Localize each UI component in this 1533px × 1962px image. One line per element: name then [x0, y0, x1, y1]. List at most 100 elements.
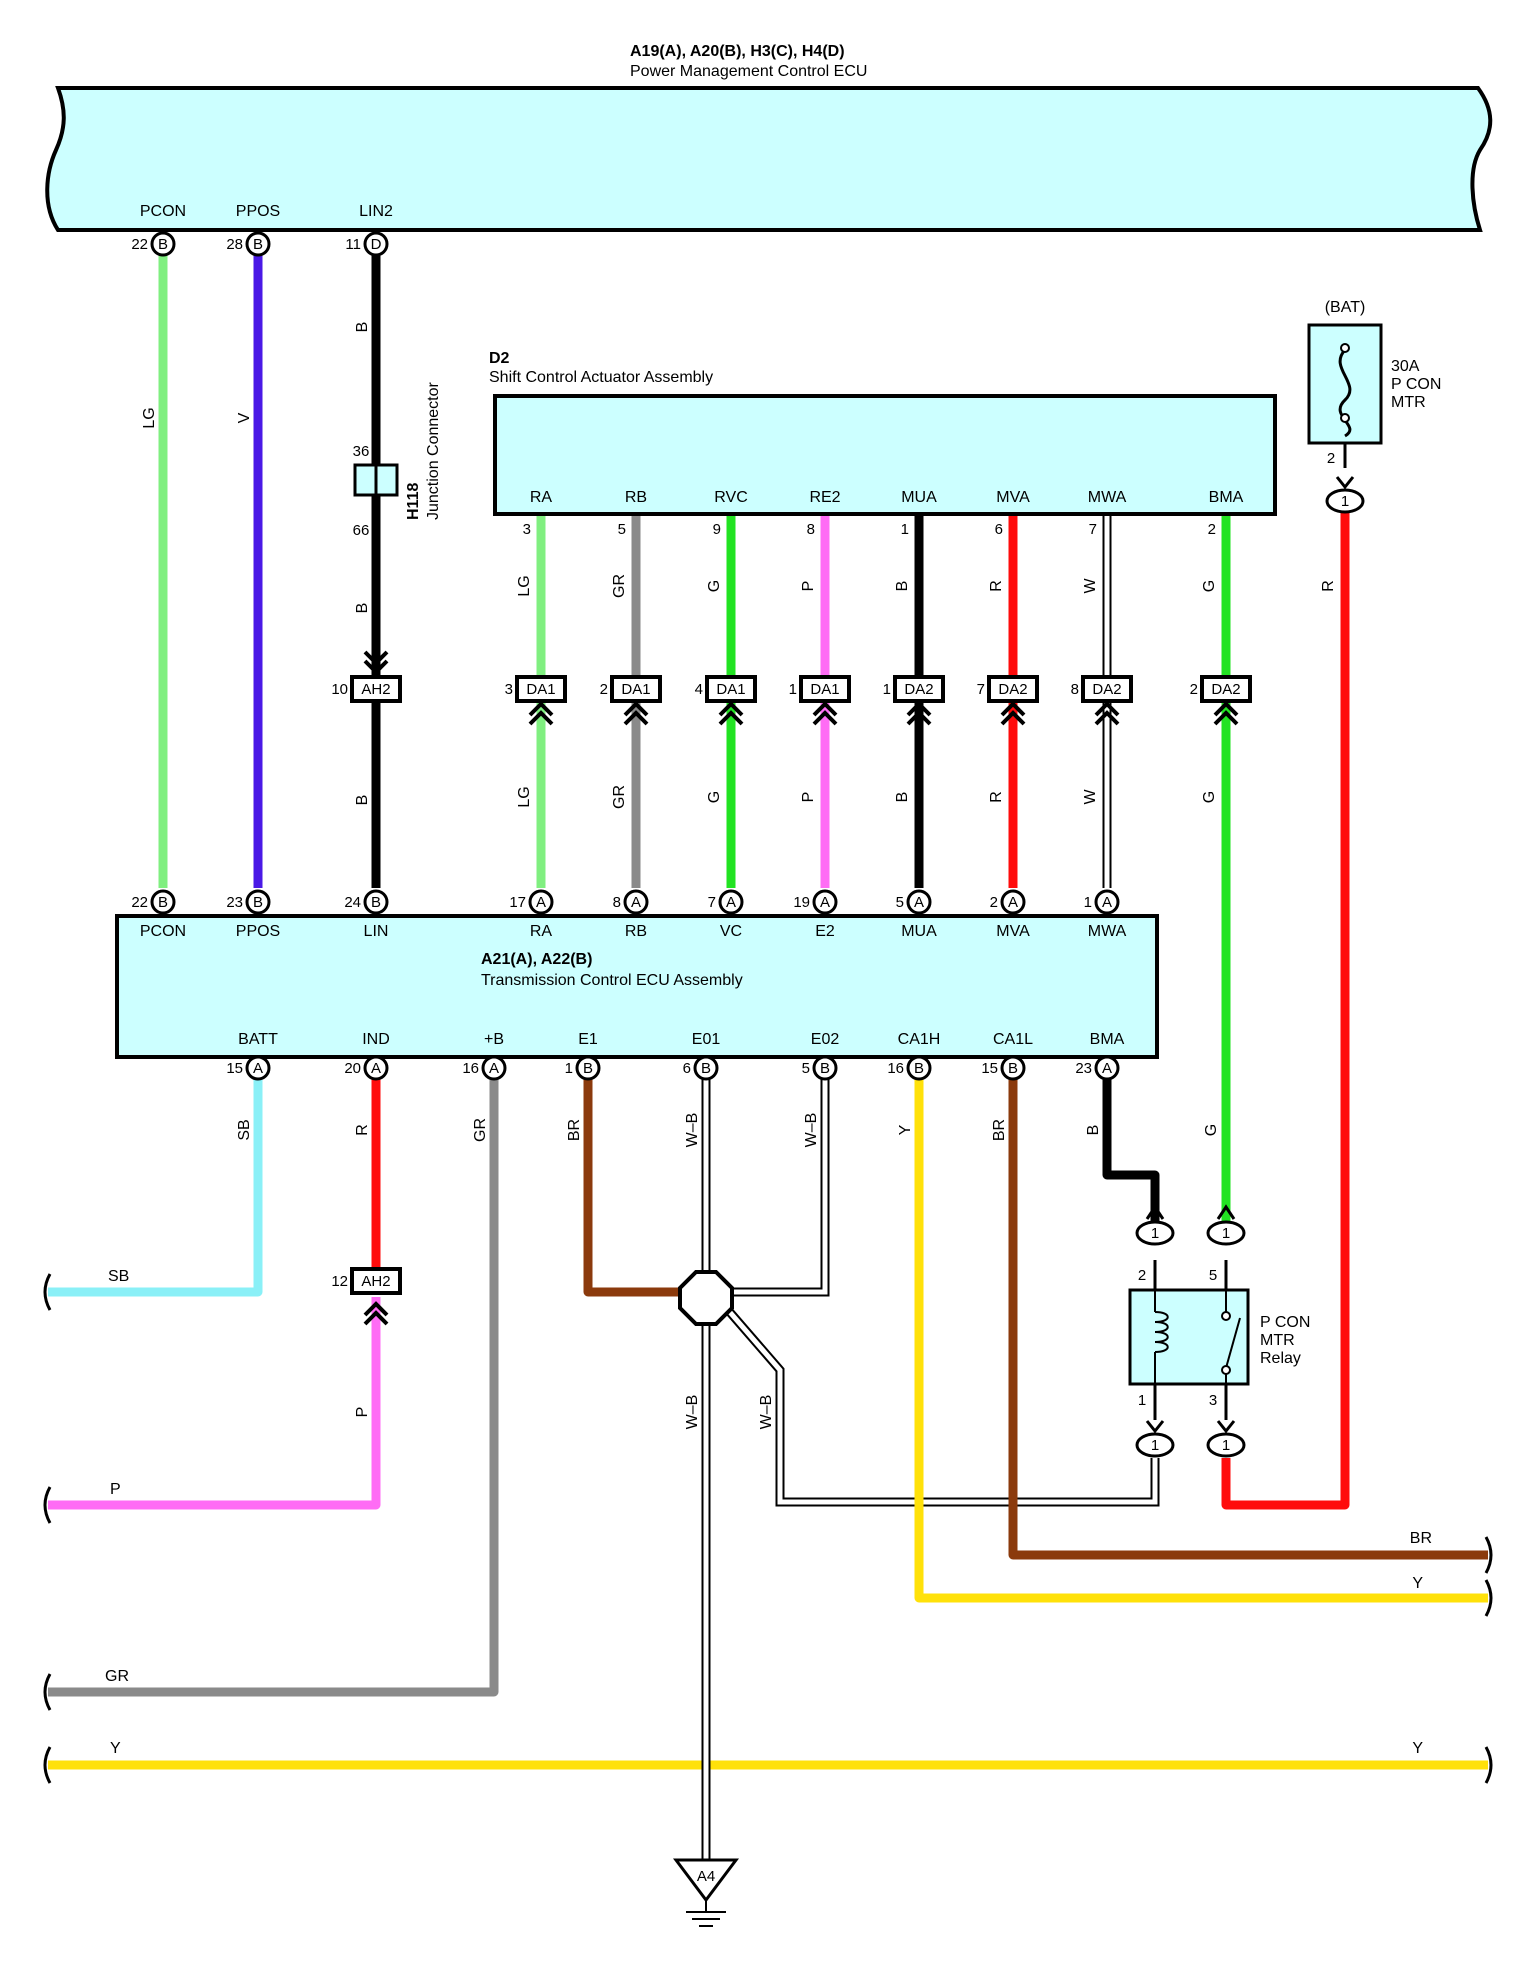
junction-connector: 36 66 H118 Junction Connector — [353, 381, 442, 539]
tc-term-ra-pin: 17 — [509, 894, 526, 911]
relay-pin-coil-top: 2 — [1138, 1267, 1146, 1284]
tc-term-plusb-conn: A — [489, 1060, 499, 1077]
tc-term-ra-conn: A — [536, 894, 546, 911]
inline-da2-6-code: DA2 — [998, 681, 1027, 698]
wire-label-y-bus-right: Y — [1412, 1740, 1423, 1757]
tc-term-mva-pin: 2 — [990, 894, 998, 911]
transmission-control-ecu: A21(A), A22(B) Transmission Control ECU … — [115, 914, 1159, 1059]
tc-term-ca1h-ring — [906, 1055, 932, 1081]
fuse-pin: 2 — [1327, 450, 1335, 467]
tc-term-lin-pin: 24 — [344, 894, 361, 911]
wire-label-y-right: Y — [1412, 1575, 1423, 1592]
wire-label-y-left: Y — [110, 1740, 121, 1757]
oval-relay-coil-in-ring — [1135, 1220, 1175, 1246]
tc-term-e01-pin: 6 — [683, 1060, 691, 1077]
fuse-label: (BAT) — [1325, 299, 1366, 316]
inline-da2-7-code: DA2 — [1092, 681, 1121, 698]
inline-da1-1-code: DA1 — [526, 681, 555, 698]
oval-relay-switch-out: 1 — [1206, 1420, 1246, 1458]
actuator-terminal-mva: MVA — [996, 489, 1030, 506]
tc-term-ind: A20 — [344, 1055, 389, 1081]
wire-label-ground-main: W–B — [684, 1395, 701, 1430]
tc-term-e02: B5 — [802, 1055, 838, 1081]
inline-da1-2-box — [610, 675, 662, 703]
wire-label-fuse: R — [1320, 580, 1337, 592]
tc-term-bma-ring — [1094, 1055, 1120, 1081]
actuator-terminal-mwa: MWA — [1088, 489, 1127, 506]
wire-ca1l — [1008, 1078, 1488, 1560]
wire-label-gr-left: GR — [105, 1668, 129, 1685]
wire-label-act-upper-6: W — [1082, 578, 1099, 594]
oval-relay-switch-in-ring — [1206, 1220, 1246, 1246]
tc-term-bma-pin: 23 — [1075, 1060, 1092, 1077]
wire-label-act-lower-3: P — [800, 792, 817, 803]
tc-term-ind-conn: A — [371, 1060, 381, 1077]
tc-term-mwa-pin: 1 — [1084, 894, 1092, 911]
oval-relay-switch-in: 1 — [1206, 1204, 1246, 1246]
tc-label-bottom-1: IND — [362, 1031, 390, 1048]
inline-da2-6: DA2 7 — [977, 675, 1039, 703]
tc-term-batt-ring — [245, 1055, 271, 1081]
tc-term-e01-conn: B — [701, 1060, 711, 1077]
tc-term-e2-ring — [812, 889, 838, 915]
pm-ecu-code: A19(A), A20(B), H3(C), H4(D) — [630, 43, 845, 60]
inline-ah2-12-box — [350, 1267, 402, 1295]
inline-da1-2-code: DA1 — [621, 681, 650, 698]
oval-relay-switch-out-label: 1 — [1222, 1437, 1230, 1454]
oval-relay-coil-out: 1 — [1135, 1420, 1175, 1458]
pm-term-ppos-conn: B — [253, 236, 263, 253]
actuator-pin-mwa: 7 — [1089, 521, 1097, 538]
inline-ah2-12-code: AH2 — [361, 1273, 390, 1290]
oval-relay-coil-out-arrow — [1145, 1420, 1165, 1434]
wire-e1 — [583, 1078, 688, 1297]
wire-label-act-lower-0: LG — [516, 786, 533, 807]
tc-term-mva-ring — [1000, 889, 1026, 915]
tc-term-ca1l-ring — [1000, 1055, 1026, 1081]
wire-label-act-upper-0: LG — [516, 575, 533, 596]
wire-label-bma-ecu: B — [1085, 1125, 1102, 1136]
tc-term-e02-ring — [812, 1055, 838, 1081]
tc-term-e01: B6 — [683, 1055, 719, 1081]
actuator-terminal-bma: BMA — [1209, 489, 1244, 506]
wire-label-ca1l: BR — [991, 1119, 1008, 1141]
actuator-pin-rvc: 9 — [713, 521, 721, 538]
inline-da2-7-pin: 8 — [1071, 681, 1079, 698]
inline-da2-6-pin: 7 — [977, 681, 985, 698]
wire-label-ppos: V — [236, 412, 253, 423]
tc-term-rb-conn: A — [631, 894, 641, 911]
pm-term-ppos-pin: 28 — [226, 236, 243, 253]
tc-ecu-body — [115, 914, 1159, 1059]
wire-label-act-lower-1: GR — [611, 785, 628, 809]
tc-term-mwa-ring — [1094, 889, 1120, 915]
inline-da1-3-code: DA1 — [716, 681, 745, 698]
actuator-pin-re2: 8 — [807, 521, 815, 538]
tc-term-ca1l: B15 — [981, 1055, 1026, 1081]
inline-da1-1-pin: 3 — [505, 681, 513, 698]
tc-term-mwa: A1 — [1084, 889, 1120, 915]
actuator-terminal-ra: RA — [530, 489, 553, 506]
inline-da1-1-box — [515, 675, 567, 703]
tc-term-lin-ring — [363, 889, 389, 915]
tc-label-bottom-4: E01 — [692, 1031, 721, 1048]
pm-term-ppos: B 28 — [226, 231, 271, 257]
tc-term-pcon-pin: 22 — [131, 894, 148, 911]
tc-term-mua-conn: A — [914, 894, 924, 911]
tc-term-lin-conn: B — [371, 894, 381, 911]
wire-label-batt: SB — [236, 1119, 253, 1140]
oval-relay-switch-in-arrow — [1216, 1204, 1236, 1220]
tc-label-bottom-7: CA1L — [993, 1031, 1033, 1048]
tc-term-e2-conn: A — [820, 894, 830, 911]
tc-term-mua-pin: 5 — [896, 894, 904, 911]
pm-terminal-pcon: PCON — [140, 203, 186, 220]
junction-name: Junction Connector — [425, 381, 442, 520]
tc-term-lin: B 24 — [344, 889, 389, 915]
actuator-terminal-mua: MUA — [901, 489, 937, 506]
tc-term-pcon: B22 — [131, 889, 176, 915]
